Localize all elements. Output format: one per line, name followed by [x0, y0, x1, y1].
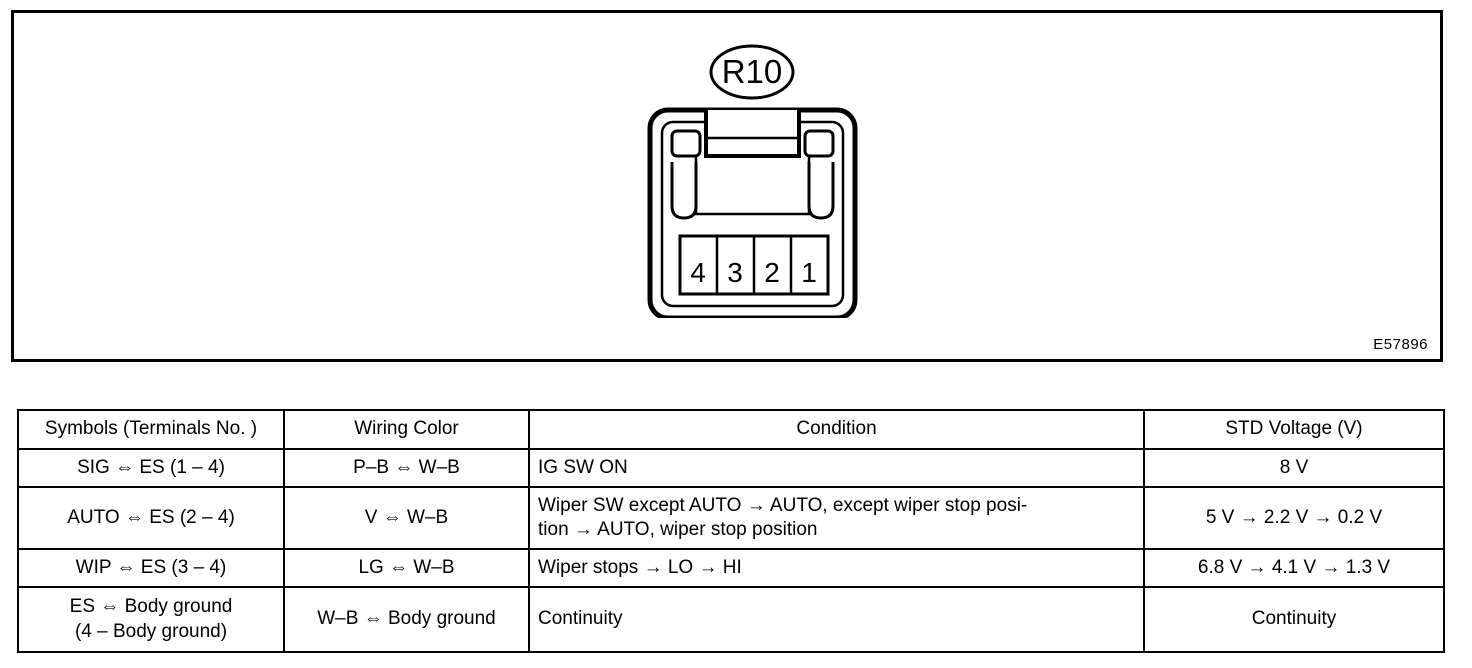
table-row: AUTO ⇔ ES (2 – 4) V ⇔ W–B Wiper SW excep… [17, 486, 1445, 550]
svg-text:1: 1 [801, 257, 817, 288]
table-row: SIG ⇔ ES (1 – 4) P–B ⇔ W–B IG SW ON 8 V [17, 448, 1445, 488]
cell-condition: Wiper SW except AUTO → AUTO, except wipe… [528, 486, 1145, 550]
cell-std-voltage: 6.8 V → 4.1 V → 1.3 V [1143, 548, 1445, 588]
inspection-spec-table: Symbols (Terminals No. ) Wiring Color Co… [17, 409, 1445, 653]
cell-wiring-color: LG ⇔ W–B [283, 548, 530, 588]
table-header-row: Symbols (Terminals No. ) Wiring Color Co… [17, 409, 1445, 450]
terminal-row: 4 3 2 1 [678, 234, 830, 296]
cell-wiring-color: V ⇔ W–B [283, 486, 530, 550]
cell-std-voltage: Continuity [1143, 586, 1445, 653]
column-header-wiring: Wiring Color [283, 409, 530, 450]
table-row: ES ⇔ Body ground (4 – Body ground) W–B ⇔… [17, 586, 1445, 653]
cell-symbols: WIP ⇔ ES (3 – 4) [17, 548, 285, 588]
cell-std-voltage: 5 V → 2.2 V → 0.2 V [1143, 486, 1445, 550]
column-header-symbols: Symbols (Terminals No. ) [17, 409, 285, 450]
table-row: WIP ⇔ ES (3 – 4) LG ⇔ W–B Wiper stops → … [17, 548, 1445, 588]
figure-stage: R10 [14, 13, 1440, 359]
cell-symbols: ES ⇔ Body ground (4 – Body ground) [17, 586, 285, 653]
svg-text:3: 3 [727, 257, 743, 288]
cell-wiring-color: W–B ⇔ Body ground [283, 586, 530, 653]
column-header-voltage: STD Voltage (V) [1143, 409, 1445, 450]
svg-text:R10: R10 [722, 53, 783, 90]
cell-symbols: SIG ⇔ ES (1 – 4) [17, 448, 285, 488]
connector-diagram: R10 [624, 28, 884, 323]
svg-text:2: 2 [764, 257, 780, 288]
cell-condition: Wiper stops → LO → HI [528, 548, 1145, 588]
cell-wiring-color: P–B ⇔ W–B [283, 448, 530, 488]
column-header-condition: Condition [528, 409, 1145, 450]
cell-condition: Continuity [528, 586, 1145, 653]
connector-figure-panel: R10 [11, 10, 1443, 362]
cell-condition: IG SW ON [528, 448, 1145, 488]
cell-std-voltage: 8 V [1143, 448, 1445, 488]
cell-symbols: AUTO ⇔ ES (2 – 4) [17, 486, 285, 550]
svg-text:4: 4 [690, 257, 706, 288]
figure-reference-number: E57896 [1373, 336, 1428, 353]
connector-label-oval: R10 [709, 44, 795, 100]
